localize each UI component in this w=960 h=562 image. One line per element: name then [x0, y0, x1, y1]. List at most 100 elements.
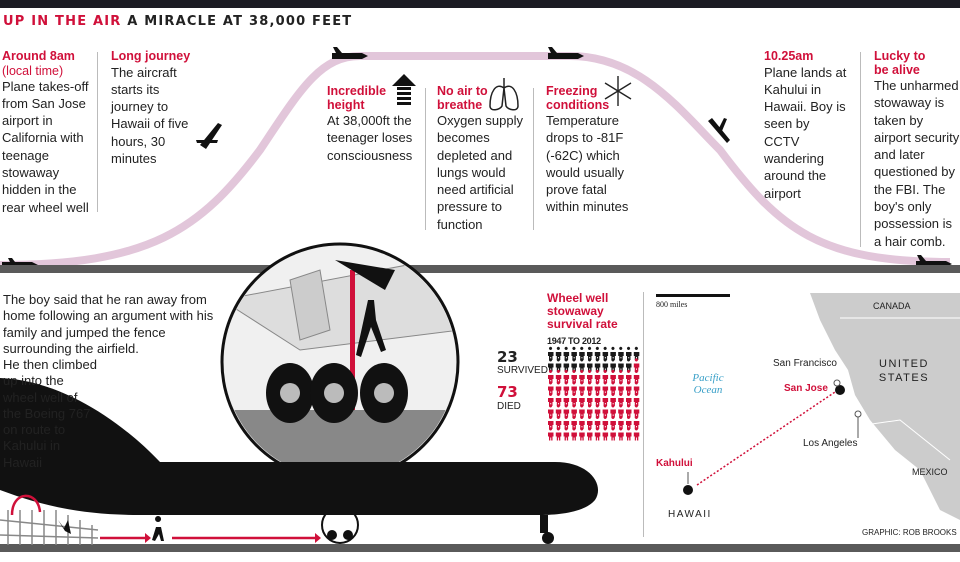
- person-died-icon: [563, 369, 570, 383]
- timeline-body: Temperature drops to -81F (-62C) which w…: [546, 113, 629, 215]
- person-survived-icon: [626, 358, 632, 372]
- timeline-body: The aircraft starts its journey to Hawai…: [111, 64, 189, 166]
- person-died-icon: [633, 369, 640, 383]
- airport-icon: [683, 485, 693, 495]
- person-died-icon: [579, 427, 585, 441]
- person-died-icon: [633, 381, 640, 395]
- person-died-icon: [626, 415, 632, 429]
- flight-route: [696, 389, 839, 486]
- person-died-icon: [626, 392, 632, 406]
- airport-icon: [835, 385, 845, 395]
- city-kahului: Kahului: [656, 458, 693, 469]
- person-died-icon: [579, 404, 585, 418]
- person-survived-icon: [618, 346, 624, 360]
- person-died-icon: [563, 427, 570, 441]
- survived-count: 23: [497, 348, 518, 366]
- person-died-icon: [594, 392, 601, 406]
- person-died-icon: [548, 369, 554, 383]
- person-survived-icon: [626, 346, 632, 360]
- person-died-icon: [587, 392, 593, 406]
- person-survived-icon: [579, 346, 585, 360]
- person-died-icon: [610, 392, 616, 406]
- altitude-band: [0, 265, 960, 273]
- plane-icon: [548, 47, 584, 59]
- person-died-icon: [602, 427, 609, 441]
- timeline-body: Plane lands at Kahului in Hawaii. Boy is…: [764, 64, 847, 201]
- timeline-subheading: (local time): [2, 63, 64, 78]
- person-died-icon: [563, 381, 570, 395]
- timeline-body: At 38,000ft the teenager loses conscious…: [327, 113, 413, 163]
- jump-arrow: [10, 494, 42, 516]
- person-died-icon: [571, 415, 577, 429]
- person-survived-icon: [563, 346, 570, 360]
- person-died-icon: [602, 415, 609, 429]
- person-died-icon: [563, 415, 570, 429]
- person-survived-icon: [548, 346, 554, 360]
- plane-icon: [708, 118, 730, 143]
- plane-icon: [196, 123, 222, 149]
- person-died-icon: [633, 392, 640, 406]
- north-america-landmass: [810, 293, 960, 520]
- survival-pictogram: [548, 346, 640, 441]
- person-survived-icon: [563, 358, 570, 372]
- timeline-height: Incredible height At 38,000ft the teenag…: [327, 84, 417, 164]
- person-survived-icon: [555, 346, 562, 360]
- title-main: A MIRACLE AT 38,000 FEET: [127, 14, 353, 29]
- story-climb: He then climbed up into the wheel well o…: [3, 357, 97, 470]
- lungs-icon: [489, 78, 519, 111]
- timeline-landing: 10.25am Plane lands at Kahului in Hawaii…: [764, 49, 848, 202]
- person-survived-icon: [548, 358, 554, 372]
- person-died-icon: [618, 404, 624, 418]
- person-died-icon: [594, 427, 601, 441]
- person-died-icon: [610, 427, 616, 441]
- person-died-icon: [579, 392, 585, 406]
- person-died-icon: [633, 404, 640, 418]
- person-died-icon: [555, 392, 562, 406]
- person-died-icon: [602, 392, 609, 406]
- country-mexico: MEXICO: [912, 467, 948, 477]
- timeline-heading: Incredible height: [327, 84, 387, 112]
- person-survived-icon: [555, 358, 562, 372]
- person-died-icon: [610, 415, 616, 429]
- runner-icon: [58, 520, 71, 534]
- snowflake-icon: [604, 76, 632, 106]
- person-died-icon: [610, 381, 616, 395]
- ocean-label: Pacific Ocean: [692, 372, 724, 396]
- person-died-icon: [571, 392, 577, 406]
- timeline-heading: Long journey: [111, 49, 191, 63]
- graphic-credit: GRAPHIC: ROB BROOKS: [862, 528, 957, 537]
- person-died-icon: [602, 404, 609, 418]
- person-died-icon: [618, 427, 624, 441]
- person-died-icon: [610, 404, 616, 418]
- person-died-icon: [548, 415, 554, 429]
- flight-path: [0, 52, 951, 269]
- person-died-icon: [618, 415, 624, 429]
- survival-title: Wheel well stowaway survival rate: [547, 291, 618, 331]
- country-canada: CANADA: [873, 301, 911, 311]
- died-count: 73: [497, 383, 518, 401]
- person-died-icon: [555, 427, 562, 441]
- timeline-freezing: Freezing conditions Temperature drops to…: [546, 84, 636, 216]
- person-survived-icon: [587, 358, 593, 372]
- ground-band: [0, 544, 960, 552]
- person-died-icon: [555, 369, 562, 383]
- person-died-icon: [587, 404, 593, 418]
- fence-icon: [0, 510, 99, 545]
- person-died-icon: [594, 404, 601, 418]
- timeline-heading: No air to breathe: [437, 84, 488, 112]
- person-died-icon: [618, 381, 624, 395]
- wheel-well-magnifier: [220, 242, 460, 544]
- page-title: UP IN THE AIR A MIRACLE AT 38,000 FEET: [3, 14, 352, 29]
- person-died-icon: [626, 404, 632, 418]
- timeline-body: The unharmed stowaway is taken by airpor…: [874, 78, 960, 249]
- city-san-francisco: San Francisco: [773, 358, 837, 369]
- timeline-heading: 10.25am: [764, 49, 814, 63]
- person-survived-icon: [594, 346, 601, 360]
- timeline-lucky: Lucky to be alive The unharmed stowaway …: [874, 49, 960, 250]
- person-survived-icon: [579, 358, 585, 372]
- top-bar: [0, 0, 960, 8]
- person-died-icon: [563, 404, 570, 418]
- person-died-icon: [571, 427, 577, 441]
- person-survived-icon: [602, 358, 609, 372]
- person-died-icon: [633, 427, 640, 441]
